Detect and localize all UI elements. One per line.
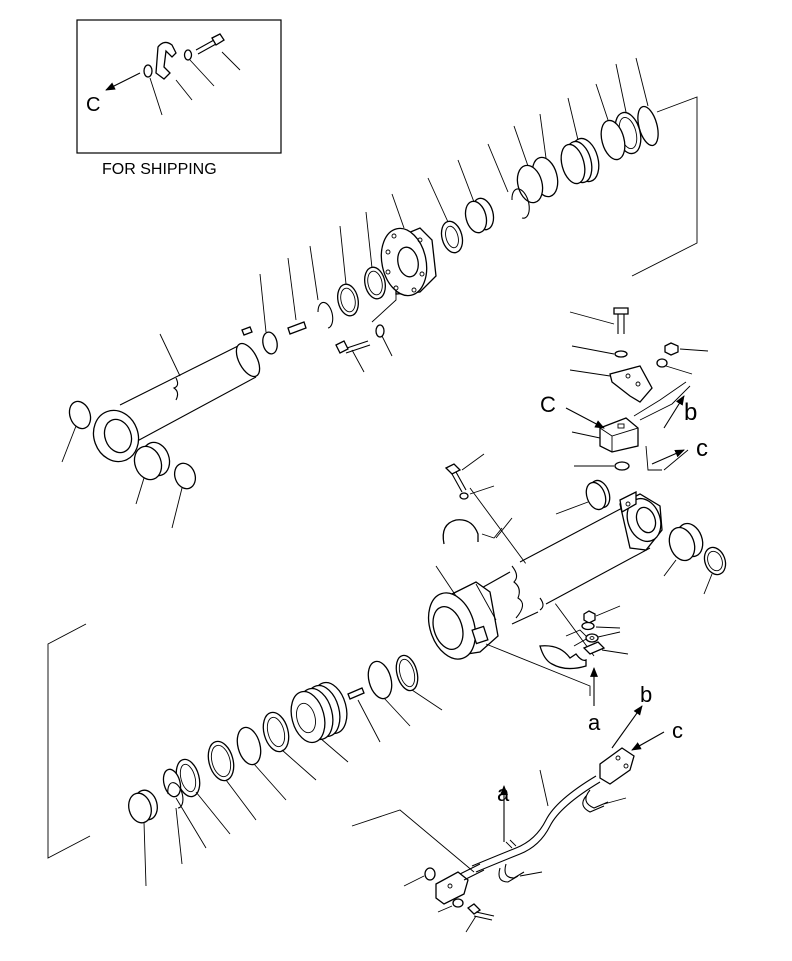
label-b-hose: b <box>640 682 652 707</box>
buffer-ring <box>364 211 386 300</box>
label-a-lower: a <box>497 781 510 806</box>
lower-washer <box>585 631 621 643</box>
piston-ring-2 <box>236 726 287 801</box>
snap-ring-2 <box>309 245 334 329</box>
bushing-1 <box>457 159 495 234</box>
stop-pin <box>347 687 381 743</box>
arrow-c-block <box>565 407 605 429</box>
tube-end-seal <box>703 546 727 595</box>
hose-pipe <box>471 769 601 873</box>
arrow-b-hose <box>611 705 643 749</box>
block-o-ring <box>574 461 630 471</box>
inset-caption: FOR SHIPPING <box>102 161 217 178</box>
tube-bushing <box>663 522 704 577</box>
hose-flange-upper <box>599 747 635 785</box>
arrow-c-right <box>645 445 689 471</box>
clamp-bolt <box>444 453 485 493</box>
inset-bolt <box>195 33 241 71</box>
seal-ring-3 <box>595 83 626 161</box>
hose-o-ring <box>403 867 436 887</box>
backup-ring <box>367 660 411 727</box>
wear-ring-2 <box>513 125 544 204</box>
arrow-b-top <box>633 381 691 429</box>
bracket-bolt <box>569 307 629 334</box>
rod-ring <box>259 273 278 355</box>
hose-bolt <box>465 903 495 933</box>
set-screw <box>241 326 253 336</box>
label-a-upper: a <box>588 710 601 735</box>
rod-eye-seal <box>61 400 92 463</box>
lower-bracket-frame <box>47 623 591 859</box>
piston-ring-1 <box>262 711 317 781</box>
piston-seal <box>560 97 600 185</box>
label-c-right: c <box>696 435 708 462</box>
label-b-top: b <box>684 399 697 426</box>
bracket-washer <box>571 345 628 358</box>
lock-nut-ring <box>175 758 231 835</box>
hose-leader-line <box>351 809 475 873</box>
bottom-bushing <box>128 789 158 887</box>
inset-snap-ring <box>143 64 163 116</box>
lower-nut <box>583 605 621 624</box>
u-bolt-lower <box>498 863 543 883</box>
lower-bracket <box>582 641 629 655</box>
rod-eye <box>92 409 140 463</box>
tube-seal <box>555 479 611 515</box>
piston-ring-3 <box>207 740 257 821</box>
cylinder-tube <box>454 505 651 636</box>
hose-flange-lower <box>435 863 485 905</box>
rod-eye-seal-2 <box>171 462 197 529</box>
bracket-nut <box>664 342 709 356</box>
valve-block <box>571 417 639 453</box>
snap-ring-1 <box>487 143 530 219</box>
bracket-plate <box>569 365 653 403</box>
hose-washer <box>437 898 464 913</box>
piston-rod <box>112 333 261 447</box>
rod-packing <box>337 225 359 317</box>
dust-seal-1 <box>427 177 464 254</box>
clamp-band-upper <box>442 517 513 545</box>
label-c-hose: c <box>672 718 683 743</box>
lower-washer-2 <box>581 621 621 631</box>
piston <box>290 681 349 763</box>
head-o-ring <box>395 654 443 711</box>
seal-ring-1 <box>635 57 659 147</box>
inset-washer <box>183 49 215 87</box>
inset-lock-plate <box>155 41 193 101</box>
shipping-inset: C FOR SHIPPING <box>76 19 282 178</box>
label-c-block: C <box>540 392 556 417</box>
tube-head-flange <box>427 565 499 660</box>
inset-arrow <box>105 72 141 91</box>
cylinder-head <box>380 193 437 297</box>
head-washer <box>375 324 393 357</box>
tube-eye <box>619 490 663 551</box>
u-bolt-upper <box>582 789 627 813</box>
snap-ring-3 <box>167 782 184 865</box>
bracket-washer-2 <box>656 358 693 375</box>
arrow-c-hose <box>631 731 665 751</box>
rod-pin <box>287 257 307 335</box>
head-bolt <box>335 340 371 373</box>
label-c-inset: C <box>86 94 100 116</box>
rod-eye-bushing <box>133 441 171 505</box>
clamp-band-lower <box>539 629 589 670</box>
